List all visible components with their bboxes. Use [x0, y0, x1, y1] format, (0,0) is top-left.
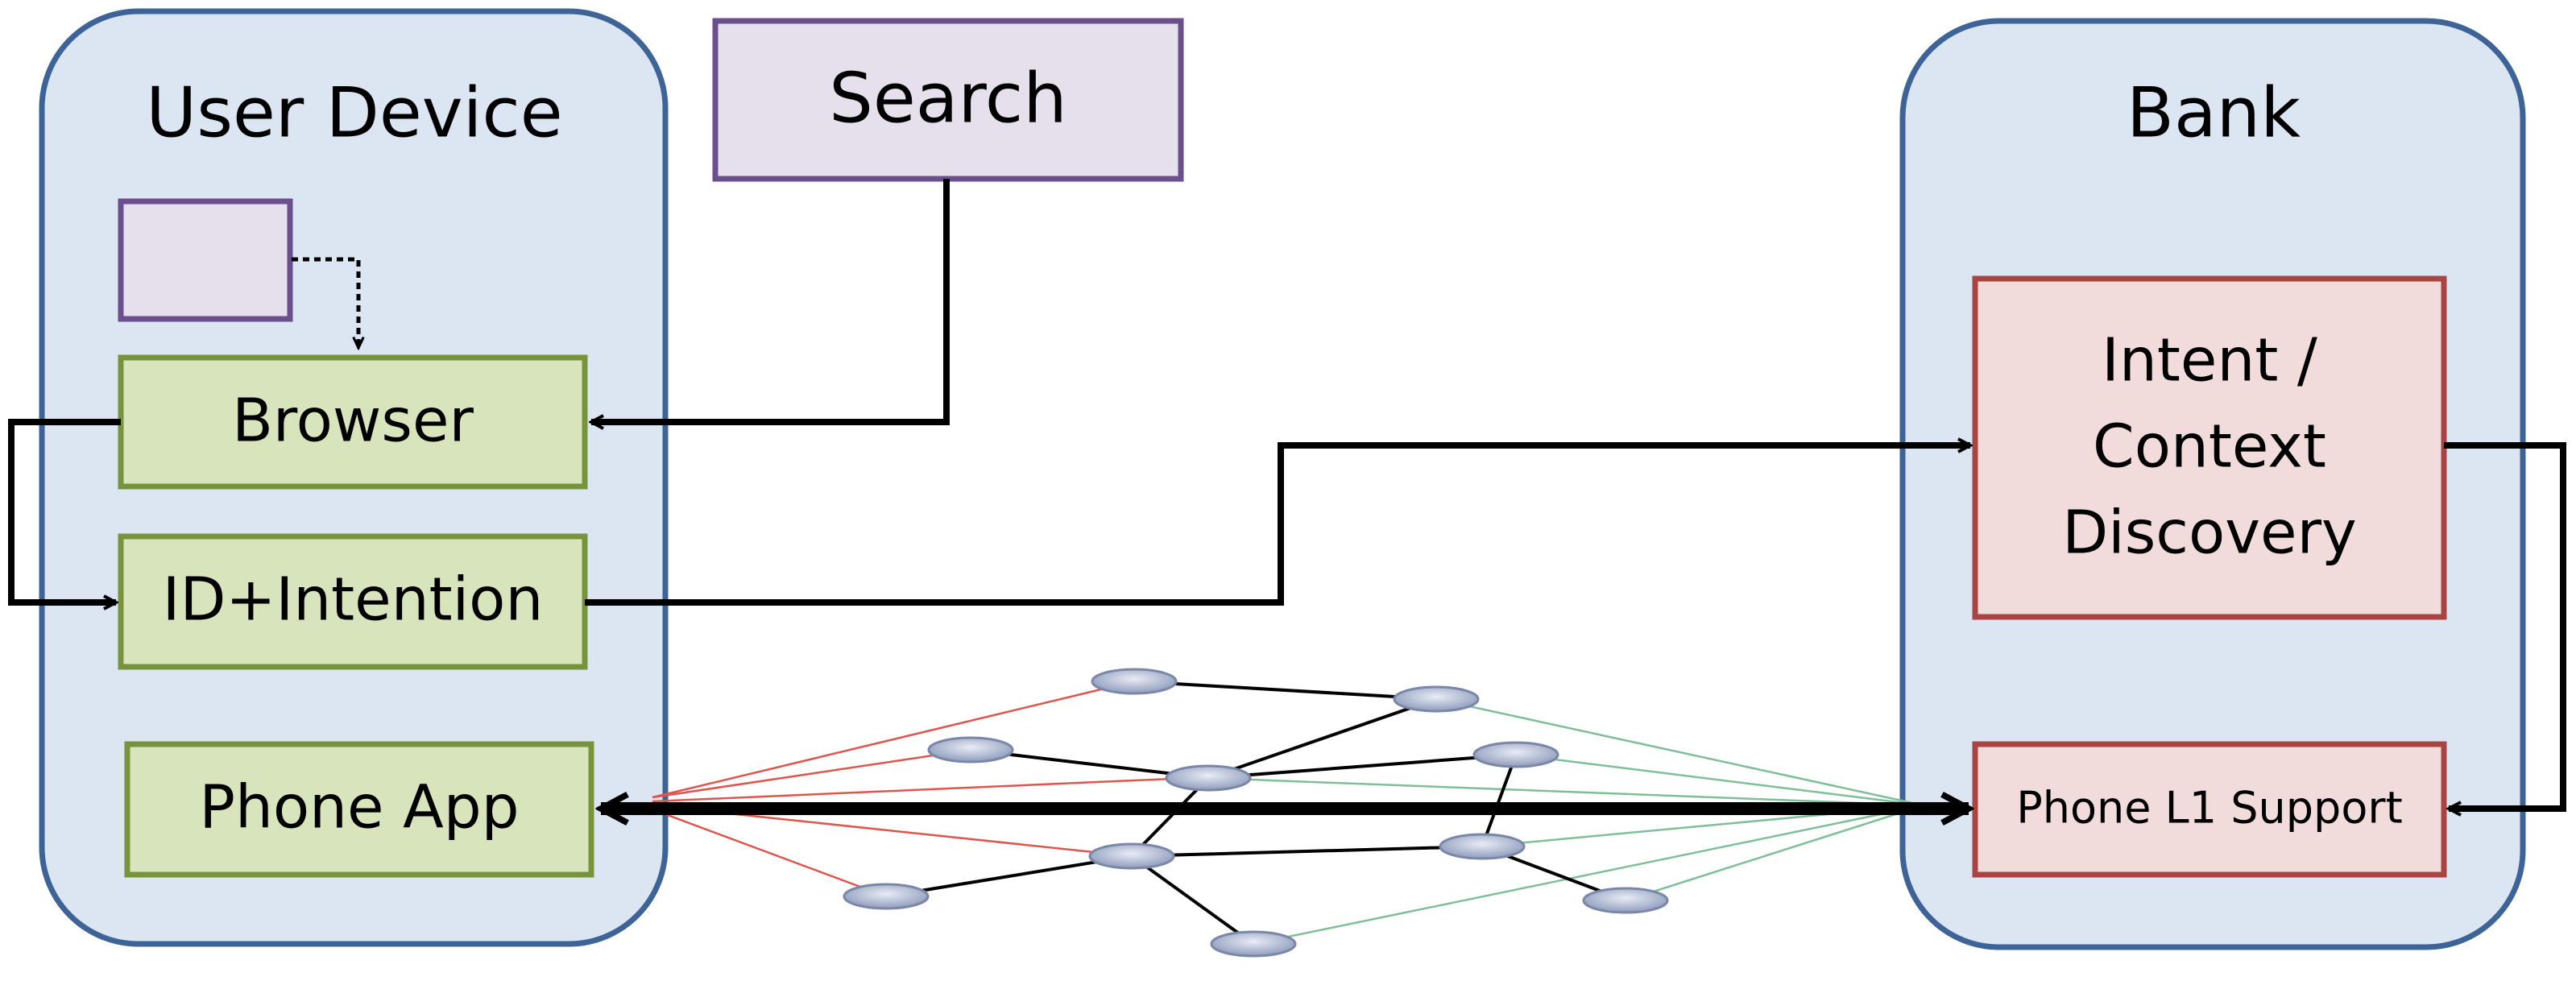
graph-node [1472, 741, 1559, 768]
graph-node [927, 736, 1014, 764]
intent-to-support-arrow [2444, 442, 2566, 809]
graph-node [1582, 887, 1669, 914]
id-intention-box [118, 533, 588, 670]
graph-node [843, 883, 930, 910]
search-box [712, 18, 1184, 182]
intent-line-2: Context [2093, 412, 2326, 482]
small-purple-box [118, 198, 293, 322]
user-device-title: User Device [146, 72, 562, 153]
intent-line-3: Discovery [2062, 499, 2357, 568]
phone-app-label: Phone App [199, 773, 519, 842]
dotted-connector [292, 257, 358, 348]
graph-node [1210, 930, 1297, 958]
search-label: Search [829, 58, 1066, 139]
phone-l1-support-label: Phone L1 Support [2016, 783, 2403, 834]
graph-node [1091, 668, 1178, 695]
graph-node [1393, 685, 1480, 713]
phone-l1-support-box [1972, 741, 2447, 878]
bank-title: Bank [2127, 72, 2301, 153]
graph-node [1439, 833, 1526, 860]
network-graph [652, 668, 1924, 958]
graph-node [1088, 842, 1175, 870]
search-to-browser-arrow [591, 179, 950, 422]
id-to-intent-arrow [585, 445, 1970, 606]
intent-line-1: Intent / [2102, 326, 2317, 395]
graph-node [1165, 764, 1252, 792]
browser-to-id-arrow [8, 419, 121, 602]
id-intention-label: ID+Intention [163, 565, 544, 635]
graph-nodes [843, 668, 1669, 958]
phone-app-box [124, 741, 594, 878]
green-links [1207, 697, 1924, 946]
browser-label: Browser [232, 387, 474, 456]
intent-context-box [1972, 275, 2447, 620]
